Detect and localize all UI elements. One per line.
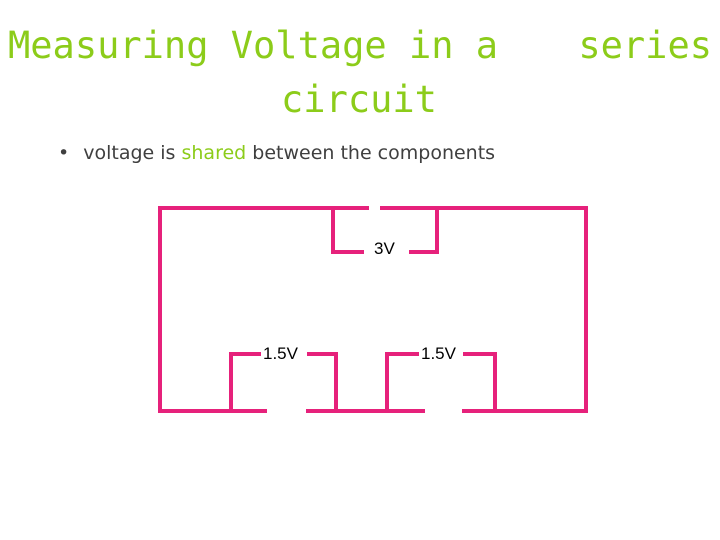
voltmeter-right-lead-right <box>493 352 497 411</box>
voltmeter-right-lead-left <box>385 352 389 411</box>
bullet-text-prefix: voltage is <box>83 142 176 164</box>
wire-bottom-2 <box>306 409 425 413</box>
bullet-text-suffix: between the components <box>252 142 496 164</box>
bullet-icon: • <box>58 142 70 164</box>
bullet-text-highlight: shared <box>181 142 247 164</box>
voltmeter-left-lead-left-top <box>229 352 261 356</box>
bullet-point: • voltage is shared between the componen… <box>58 142 495 164</box>
voltmeter-3v-lead-right <box>435 208 439 254</box>
slide-title-line-1: Measuring Voltage in a <box>8 24 499 67</box>
voltmeter-3v-lead-right-bottom <box>409 250 439 254</box>
voltmeter-3v-lead-left-bottom <box>331 250 364 254</box>
voltmeter-left-lead-right <box>334 352 338 411</box>
voltmeter-right-lead-right-top <box>463 352 497 356</box>
voltmeter-3v-lead-left <box>331 208 335 252</box>
voltmeter-right-lead-left-top <box>385 352 419 356</box>
slide-title-line-2: series <box>578 24 712 67</box>
voltmeter-left-lead-right-top <box>307 352 338 356</box>
wire-bottom-1 <box>158 409 267 413</box>
voltmeter-right-label: 1.5V <box>421 344 456 363</box>
wire-bottom-3 <box>462 409 588 413</box>
voltmeter-left-label: 1.5V <box>263 344 298 363</box>
wire-top-right <box>380 206 588 210</box>
wire-left-side <box>158 206 162 412</box>
voltmeter-left-lead-left <box>229 352 233 411</box>
voltmeter-3v-label: 3V <box>374 239 395 258</box>
wire-top-left <box>160 206 369 210</box>
slide-title-line-3: circuit <box>281 78 437 121</box>
wire-right-side <box>584 206 588 412</box>
